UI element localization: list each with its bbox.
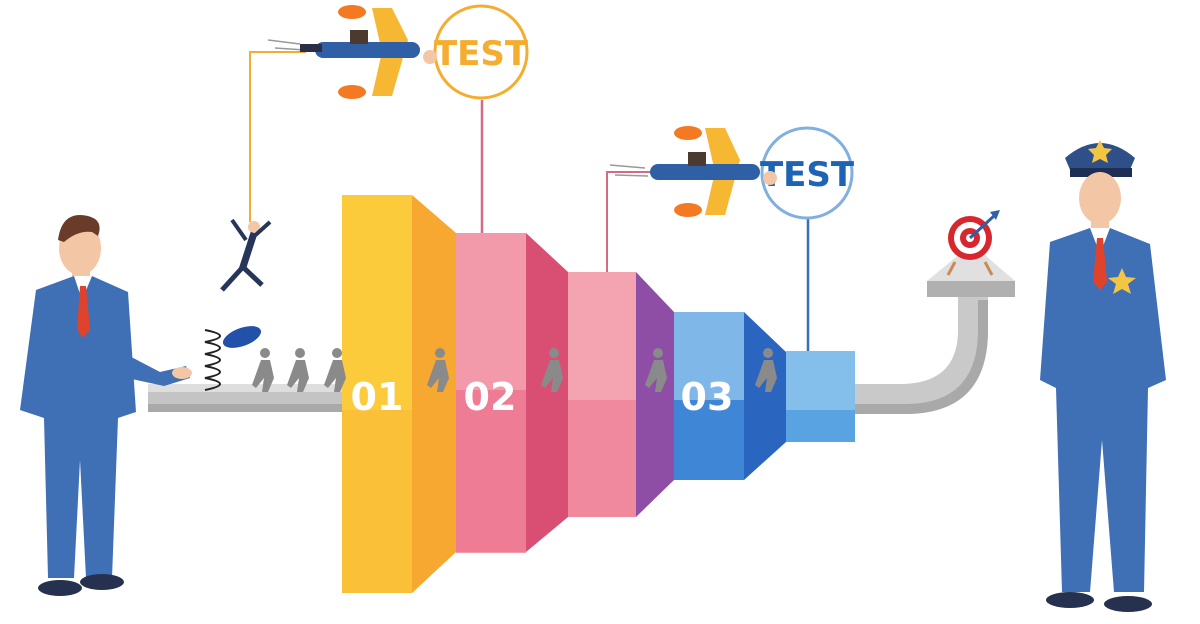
- test-bubble-1: TEST: [433, 4, 529, 233]
- jetpack-flier-1: [267, 5, 437, 99]
- walking-person-icon: [252, 348, 274, 392]
- spring-button-icon: [204, 326, 262, 391]
- flier-1-line: [249, 51, 306, 222]
- police-officer-right: [1040, 140, 1166, 612]
- launched-person: [220, 218, 272, 292]
- stage-02b-block: [568, 272, 674, 517]
- flier-2-line: [606, 171, 650, 272]
- jetpack-flier-2: [609, 126, 777, 217]
- walking-person-icon: [755, 348, 777, 392]
- test-label-1: TEST: [434, 34, 529, 74]
- walking-person-icon: [541, 348, 563, 392]
- stage-02-block: [456, 233, 568, 553]
- star-badge-icon: [1088, 140, 1112, 163]
- stage-02-label: 02: [464, 375, 517, 419]
- stage-01-block: [342, 195, 456, 593]
- walking-person-icon: [645, 348, 667, 392]
- walking-person-icon: [324, 348, 346, 392]
- star-badge-icon: [1108, 268, 1136, 294]
- target-icon: [946, 210, 1000, 276]
- stage-01-label: 01: [351, 375, 404, 419]
- businessman-left: [20, 215, 192, 596]
- walking-people: [252, 348, 777, 392]
- test-bubble-2: TEST: [760, 126, 855, 351]
- walking-person-icon: [427, 348, 449, 392]
- walking-person-icon: [287, 348, 309, 392]
- stage-03-label: 03: [681, 375, 734, 419]
- stage-03-block: [674, 312, 786, 480]
- test-block: [786, 351, 855, 442]
